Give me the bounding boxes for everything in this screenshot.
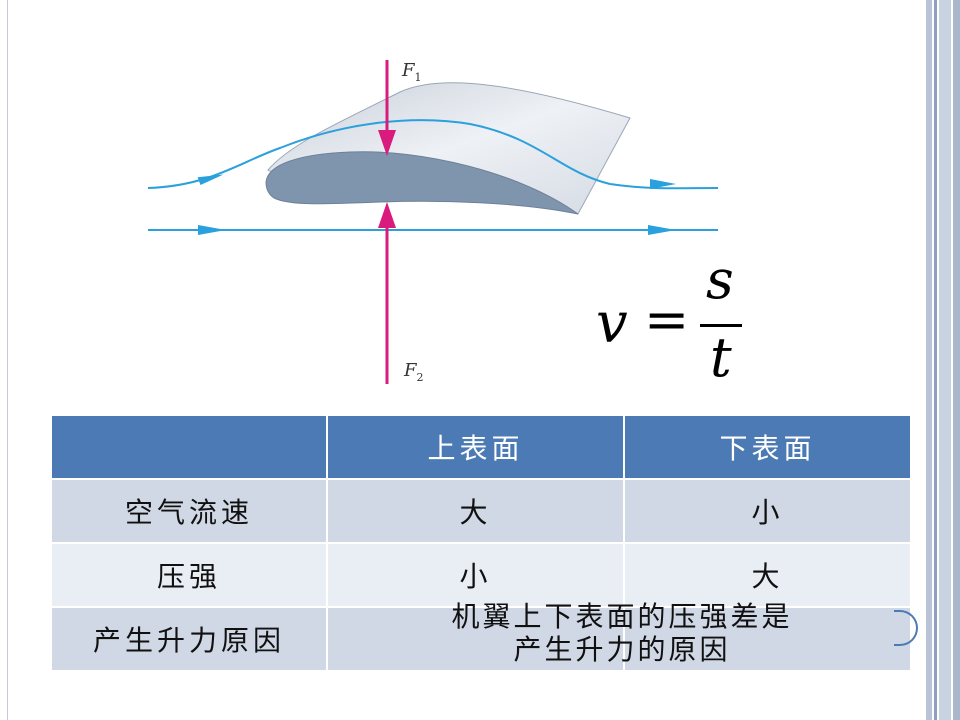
upper-streamline-arrow-left (197, 174, 224, 186)
conclusion-line-2: 产生升力的原因 (513, 633, 731, 666)
formula-numerator: s (706, 248, 734, 311)
table-row: 产生升力原因 (50, 606, 912, 672)
table-row: 空气流速 大 小 (50, 478, 912, 544)
header-cell-lower-surface: 下表面 (623, 414, 912, 480)
cell-pressure-upper: 小 (326, 542, 625, 608)
row-label-airspeed: 空气流速 (50, 478, 328, 544)
lower-streamline-arrow-left (198, 225, 226, 235)
cell-airspeed-lower: 小 (623, 478, 912, 544)
edge-stripes (926, 0, 960, 720)
cell-airspeed-upper: 大 (326, 478, 625, 544)
table-row: 压强 小 大 (50, 542, 912, 608)
row-label-pressure: 压强 (50, 542, 328, 608)
force-label-top: F1 (401, 60, 422, 84)
conclusion-line-1: 机翼上下表面的压强差是 (451, 600, 793, 633)
conclusion-text: 机翼上下表面的压强差是 产生升力的原因 (392, 600, 852, 666)
formula-equals: = (644, 288, 690, 351)
table-header-row: 上表面 下表面 (50, 414, 912, 480)
fraction-bar (700, 324, 742, 327)
formula-lhs: v (596, 291, 628, 356)
cell-lift-cause-lower (623, 606, 912, 672)
force-arrowhead-top (378, 130, 396, 156)
row-label-lift-cause: 产生升力原因 (50, 606, 328, 672)
force-label-bottom: F2 (403, 360, 424, 384)
upper-streamline (147, 119, 719, 190)
force-arrowhead-bottom (378, 202, 396, 228)
cell-lift-cause-upper (326, 606, 625, 672)
cell-pressure-lower: 大 (623, 542, 912, 608)
header-cell-upper-surface: 上表面 (326, 414, 625, 480)
wing-lower-surface (265, 151, 579, 215)
comparison-table: 上表面 下表面 空气流速 大 小 压强 小 大 产生升力原因 (50, 414, 912, 672)
lower-streamline-arrow-right (648, 225, 676, 235)
upper-streamline-arrow-right (650, 179, 676, 189)
airfoil-diagram: F1 F2 (147, 60, 719, 384)
header-cell-blank (50, 414, 328, 480)
velocity-formula: v = s t (596, 248, 756, 408)
formula-denominator: t (710, 326, 732, 389)
